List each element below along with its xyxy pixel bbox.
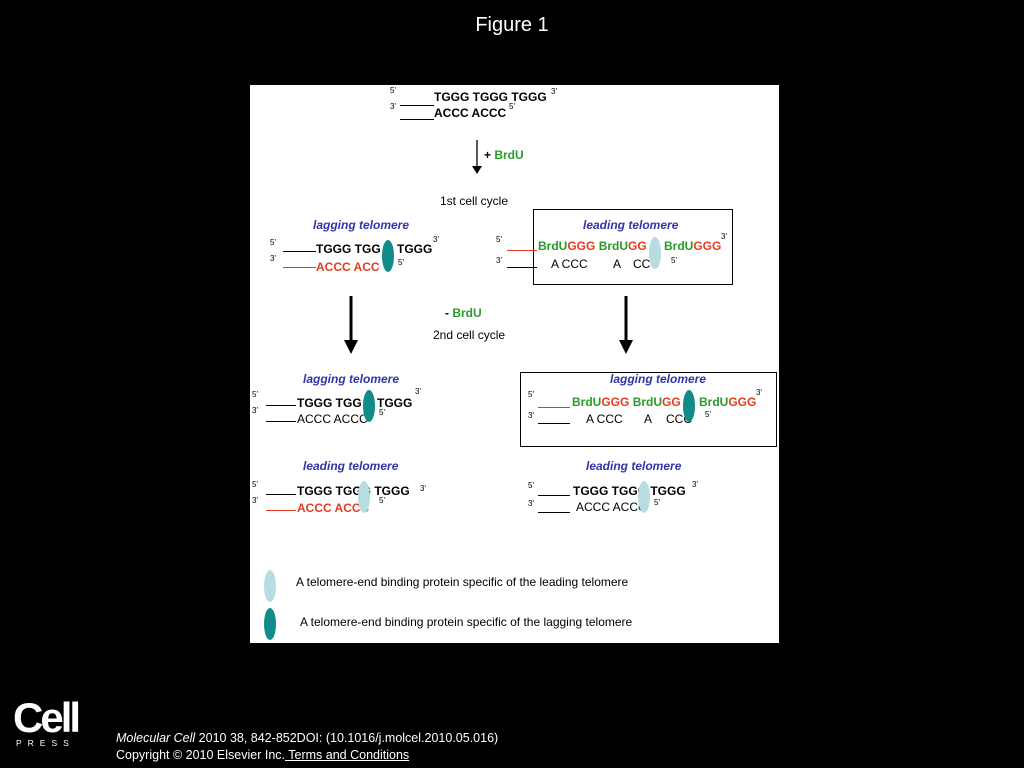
dna-strand-line xyxy=(538,512,570,513)
lagging-telomere-box xyxy=(520,372,777,447)
red-strand-line xyxy=(283,267,316,268)
figure-panel: 5' TGGG TGGG TGGG 3' 3' ACCC ACCC 5' + B… xyxy=(250,85,779,643)
terms-link[interactable]: Terms and Conditions xyxy=(285,748,410,762)
lagging-telomere-label: lagging telomere xyxy=(610,372,707,386)
citation-details: 2010 38, 842-852DOI: (10.1016/j.molcel.2… xyxy=(195,731,499,745)
five-prime-label: 5' xyxy=(379,408,385,417)
three-prime-label: 3' xyxy=(721,232,727,241)
five-prime-label: 5' xyxy=(528,390,534,399)
c-strand-text: ACCC ACCC xyxy=(576,500,647,514)
journal-name: Molecular Cell xyxy=(116,731,196,745)
three-prime-label: 3' xyxy=(551,87,557,96)
three-prime-label: 3' xyxy=(390,102,396,111)
press-logo-text: PRESS xyxy=(16,738,75,748)
remove-brdu-label: - BrdU xyxy=(445,306,482,320)
lagging-binding-protein-oval xyxy=(363,390,375,422)
c-strand-text: A xyxy=(644,412,653,426)
three-prime-label: 3' xyxy=(252,406,258,415)
five-prime-label: 5' xyxy=(509,102,515,111)
g-strand-text: TGGG TGGG TGGG xyxy=(434,90,547,104)
legend-lagging-text: A telomere-end binding protein specific … xyxy=(300,615,633,629)
dna-strand-line xyxy=(266,421,296,422)
dna-strand-line xyxy=(266,405,296,406)
dna-strand-line xyxy=(400,105,434,106)
c-strand-text: A CCC xyxy=(586,412,623,426)
lagging-telomere-label: lagging telomere xyxy=(313,218,410,232)
five-prime-label: 5' xyxy=(705,410,711,419)
leading-binding-protein-oval xyxy=(358,481,370,513)
copyright-text: Copyright © 2010 Elsevier Inc. xyxy=(116,748,286,762)
g-strand-text: TGGG xyxy=(377,396,413,410)
three-prime-label: 3' xyxy=(252,496,258,505)
cell-logo: Cell xyxy=(13,694,81,741)
g-strand-text: TGGG TGGG TGGG xyxy=(573,484,686,498)
c-strand-text: ACCC ACCC xyxy=(434,106,507,120)
brdu-strand-text: BrdUGGG BrdUGG xyxy=(538,239,647,253)
leading-telomere-label: leading telomere xyxy=(303,459,399,473)
dna-strand-line xyxy=(507,267,537,268)
five-prime-label: 5' xyxy=(252,480,258,489)
five-prime-label: 5' xyxy=(671,256,677,265)
g-strand-text: TGGG xyxy=(397,242,433,256)
three-prime-label: 3' xyxy=(420,484,426,493)
three-prime-label: 3' xyxy=(415,387,421,396)
cycle-one-label: 1st cell cycle xyxy=(440,194,509,208)
three-prime-label: 3' xyxy=(756,388,762,397)
five-prime-label: 5' xyxy=(270,238,276,247)
slide-title: Figure 1 xyxy=(475,14,549,36)
c-strand-text: A CCC xyxy=(551,257,588,271)
g-strand-text: TGGG TGGG TGGG xyxy=(297,484,410,498)
three-prime-label: 3' xyxy=(433,235,439,244)
add-brdu-label: + BrdU xyxy=(484,148,524,162)
dna-strand-line xyxy=(266,494,296,495)
lagging-binding-protein-oval xyxy=(382,240,394,272)
five-prime-label: 5' xyxy=(528,481,534,490)
brdu-strand-text: BrdUGGG xyxy=(699,395,757,409)
c-strand-text: ACCC ACCC xyxy=(297,412,368,426)
five-prime-label: 5' xyxy=(654,498,660,507)
dna-strand-line xyxy=(538,423,570,424)
legend-light-oval xyxy=(264,570,276,602)
g-strand-text: TGGG TGG xyxy=(316,242,381,256)
dna-strand-line xyxy=(283,251,316,252)
three-prime-label: 3' xyxy=(528,499,534,508)
leading-telomere-box xyxy=(533,209,733,285)
leading-telomere-label: leading telomere xyxy=(583,218,679,232)
big-down-arrow xyxy=(344,296,358,354)
red-strand-line xyxy=(266,510,296,511)
copyright: Copyright © 2010 Elsevier Inc. Terms and… xyxy=(116,748,409,762)
leading-binding-protein-oval xyxy=(638,481,650,513)
g-strand-text: TGGG TGG xyxy=(297,396,362,410)
citation: Molecular Cell 2010 38, 842-852DOI: (10.… xyxy=(116,731,498,745)
dna-strand-line xyxy=(400,119,434,120)
leading-binding-protein-oval xyxy=(649,237,661,269)
c-strand-text: ACCC ACC xyxy=(316,260,380,274)
small-down-arrow xyxy=(472,140,482,174)
leading-telomere-label: leading telomere xyxy=(586,459,682,473)
dna-strand-line xyxy=(538,495,570,496)
brdu-strand-text: BrdUGGG BrdUGG xyxy=(572,395,681,409)
five-prime-label: 5' xyxy=(379,496,385,505)
big-down-arrow xyxy=(619,296,633,354)
three-prime-label: 3' xyxy=(270,254,276,263)
three-prime-label: 3' xyxy=(528,411,534,420)
legend-leading-text: A telomere-end binding protein specific … xyxy=(296,575,629,589)
cycle-two-label: 2nd cell cycle xyxy=(433,328,506,342)
c-strand-text: A xyxy=(613,257,622,271)
red-strand-line xyxy=(538,407,570,408)
brdu-strand-text: BrdUGGG xyxy=(664,239,722,253)
five-prime-label: 5' xyxy=(398,258,404,267)
lagging-telomere-label: lagging telomere xyxy=(303,372,400,386)
legend-dark-oval xyxy=(264,608,276,640)
five-prime-label: 5' xyxy=(496,235,502,244)
five-prime-label: 5' xyxy=(390,86,396,95)
three-prime-label: 3' xyxy=(496,256,502,265)
five-prime-label: 5' xyxy=(252,390,258,399)
c-strand-text: ACCC ACCC xyxy=(297,501,370,515)
three-prime-label: 3' xyxy=(692,480,698,489)
red-strand-line xyxy=(507,250,537,251)
lagging-binding-protein-oval xyxy=(683,390,695,422)
